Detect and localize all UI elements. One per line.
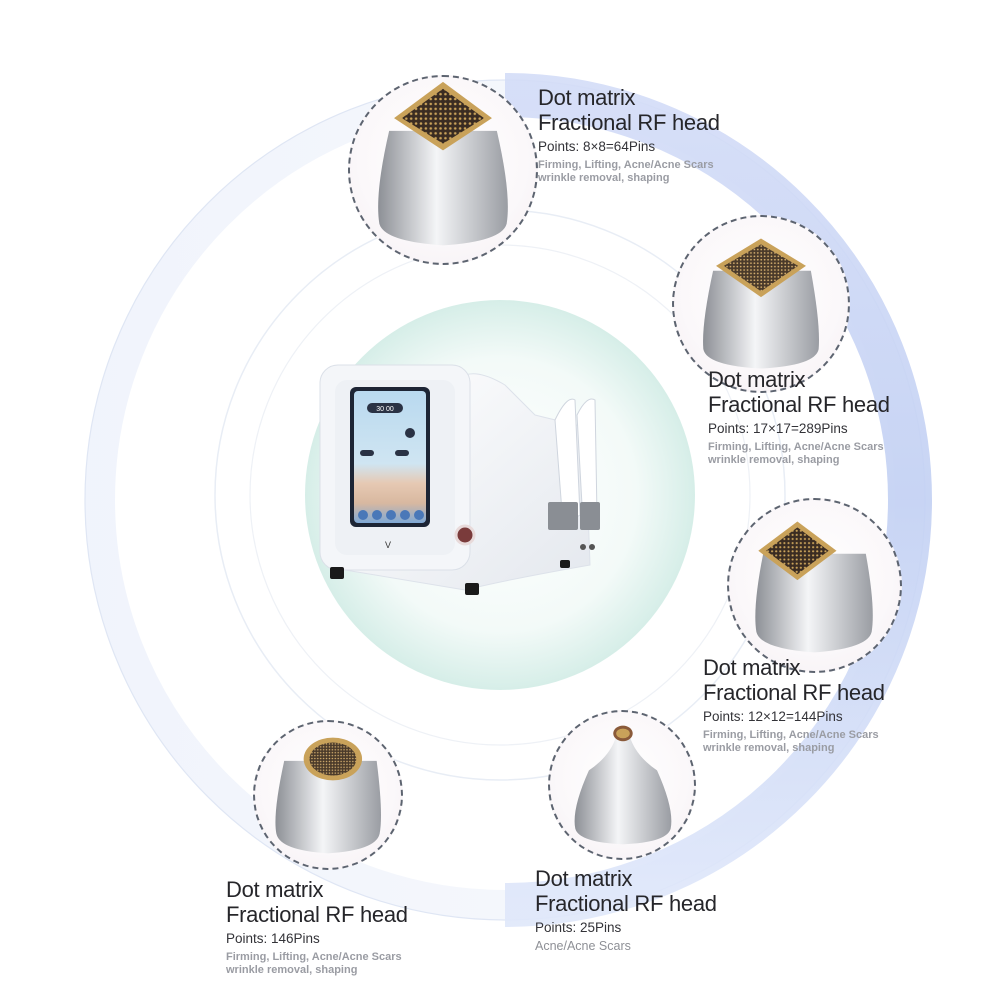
head-points: Points: 146Pins [226, 931, 320, 946]
head-64-label: Dot matrix Fractional RF head Points: 8×… [538, 85, 720, 185]
head-title-line2: Fractional RF head [708, 392, 890, 417]
head-25-label: Dot matrix Fractional RF head Points: 25… [535, 866, 717, 953]
head-title-line2: Fractional RF head [535, 891, 717, 916]
head-title-line1: Dot matrix [538, 85, 636, 110]
head-description: Firming, Lifting, Acne/Acne Scars wrinkl… [703, 729, 879, 754]
head-144-label: Dot matrix Fractional RF head Points: 12… [703, 655, 885, 755]
svg-text:V: V [385, 540, 391, 550]
head-146-label: Dot matrix Fractional RF head Points: 14… [226, 877, 408, 977]
head-289-image [672, 215, 850, 393]
head-points: Points: 12×12=144Pins [703, 709, 843, 724]
head-title-line1: Dot matrix [703, 655, 801, 680]
head-description: Acne/Acne Scars [535, 939, 631, 953]
head-25-image [548, 710, 696, 860]
head-description: Firming, Lifting, Acne/Acne Scars wrinkl… [708, 441, 884, 466]
head-title-line2: Fractional RF head [703, 680, 885, 705]
head-points: Points: 25Pins [535, 920, 622, 935]
head-144-image [727, 498, 902, 673]
head-description: Firming, Lifting, Acne/Acne Scars wrinkl… [538, 159, 714, 184]
head-points: Points: 17×17=289Pins [708, 421, 848, 436]
rf-machine-image: 30 00 V [305, 355, 645, 605]
head-64-image [348, 75, 538, 265]
head-title-line1: Dot matrix [535, 866, 633, 891]
head-title-line1: Dot matrix [226, 877, 324, 902]
head-title-line2: Fractional RF head [226, 902, 408, 927]
head-146-image [253, 720, 403, 870]
svg-text:30 00: 30 00 [376, 406, 394, 413]
head-title-line1: Dot matrix [708, 367, 806, 392]
head-title-line2: Fractional RF head [538, 110, 720, 135]
head-289-label: Dot matrix Fractional RF head Points: 17… [708, 367, 890, 467]
head-description: Firming, Lifting, Acne/Acne Scars wrinkl… [226, 951, 402, 976]
head-points: Points: 8×8=64Pins [538, 139, 656, 154]
